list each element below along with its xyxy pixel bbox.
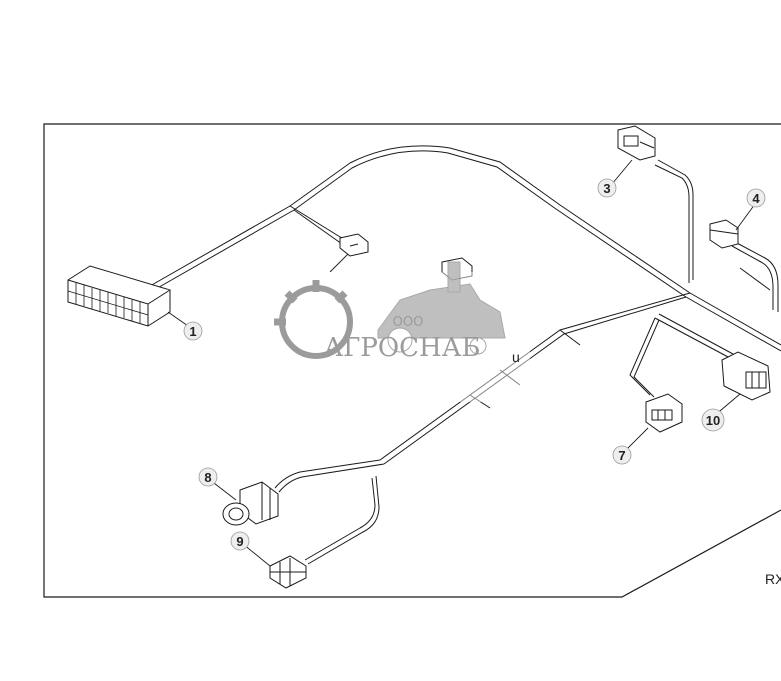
diagram-frame [43,123,781,598]
watermark-company: АГРОСНАБ [323,333,480,363]
harness-wires [149,145,781,565]
figure-reference: RX [765,571,781,587]
watermark-prefix: ООО [393,315,424,330]
stray-label: u [512,349,520,365]
connector-7 [645,393,683,433]
connector-1 [67,265,171,327]
callout-1: 1 [189,324,196,339]
watermark: ООО АГРОСНАБ [246,261,530,402]
callout-9: 9 [236,534,243,549]
connector-small-top [339,233,369,257]
callout-bubbles [183,178,766,551]
connector-10 [721,351,771,401]
callout-3: 3 [603,181,610,196]
gear-icon [274,280,353,359]
callout-4: 4 [752,191,760,206]
connector-9 [269,555,307,589]
connector-8 [222,481,279,526]
connector-4 [709,219,739,249]
callout-8: 8 [204,470,211,485]
harvester-logo [377,261,506,355]
connector-3 [617,125,656,161]
callout-7: 7 [618,448,625,463]
callout-10: 10 [706,413,720,428]
